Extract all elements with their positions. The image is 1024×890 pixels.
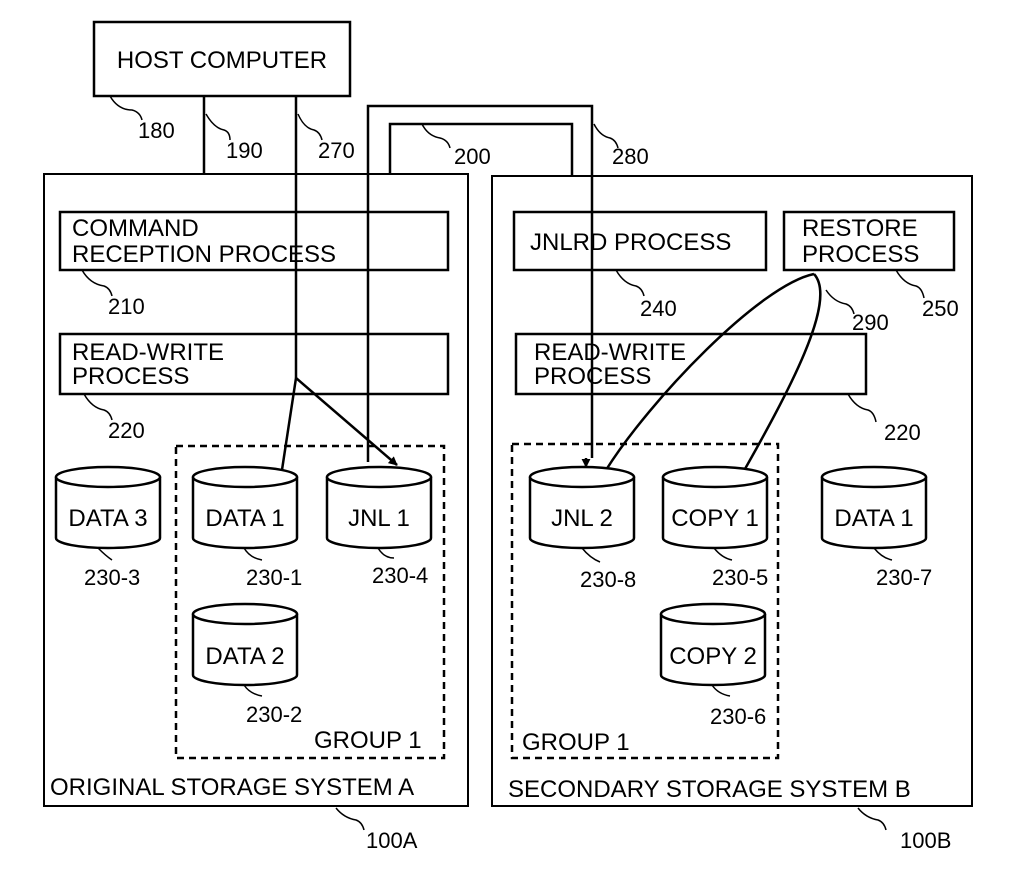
host-computer-box — [92, 20, 352, 98]
volume-jnl2-label: JNL 2 — [551, 505, 613, 532]
leader-230-3 — [97, 547, 113, 561]
ref-100a: 100A — [366, 828, 418, 853]
leader-230-7 — [873, 547, 893, 561]
leader-180 — [109, 95, 143, 121]
system-b-label: SECONDARY STORAGE SYSTEM B — [508, 776, 911, 803]
leader-230-5 — [713, 547, 733, 561]
volume-jnl1-label: JNL 1 — [348, 505, 410, 532]
volume-data2-label: DATA 2 — [205, 643, 284, 670]
leader-100b — [857, 807, 887, 831]
ref-230-3: 230-3 — [84, 565, 140, 590]
leader-220-a — [83, 393, 113, 421]
ref-230-1: 230-1 — [246, 565, 302, 590]
host-computer-label: HOST COMPUTER — [117, 47, 327, 74]
read-write-b-line1: READ-WRITE — [534, 339, 686, 366]
group-1-b — [510, 442, 780, 760]
leader-230-8 — [581, 547, 601, 563]
volume-jnl2: JNL 2 — [528, 465, 636, 550]
ref-210: 210 — [108, 294, 145, 319]
volume-data2: DATA 2 — [191, 602, 299, 687]
group-1-a — [174, 444, 446, 760]
ref-200: 200 — [454, 144, 491, 169]
system-a-label: ORIGINAL STORAGE SYSTEM A — [50, 774, 414, 801]
ref-280: 280 — [612, 144, 649, 169]
ref-230-5: 230-5 — [712, 565, 768, 590]
leader-230-6 — [711, 684, 731, 697]
volume-data1-b-label: DATA 1 — [834, 505, 913, 532]
ref-290: 290 — [852, 310, 889, 335]
leader-240 — [615, 269, 645, 297]
leader-230-2 — [243, 684, 263, 697]
restore-process — [782, 210, 956, 272]
ref-250: 250 — [922, 296, 959, 321]
leader-190 — [205, 113, 231, 141]
secondary-storage-system-b — [491, 175, 973, 807]
ref-230-4: 230-4 — [372, 563, 428, 588]
volume-data3: DATA 3 — [54, 465, 162, 550]
jnlrd-process-label: JNLRD PROCESS — [530, 229, 731, 256]
leader-210 — [81, 269, 113, 297]
ref-230-6: 230-6 — [710, 704, 766, 729]
command-reception-process — [58, 210, 450, 272]
group-1-b-label: GROUP 1 — [522, 729, 630, 756]
leader-200 — [421, 123, 451, 149]
volume-copy1-label: COPY 1 — [671, 505, 759, 532]
original-storage-system-a — [43, 173, 469, 807]
volume-copy2-label: COPY 2 — [669, 643, 757, 670]
leader-230-1 — [243, 547, 263, 561]
read-write-process-a — [58, 332, 450, 396]
restore-arrow-copy1 — [735, 273, 822, 484]
read-write-a-line2: PROCESS — [72, 363, 189, 390]
leader-220-b — [847, 393, 877, 423]
ref-230-2: 230-2 — [246, 702, 302, 727]
command-reception-line2: RECEPTION PROCESS — [72, 241, 336, 268]
jnlrd-process — [512, 210, 768, 272]
ref-230-7: 230-7 — [876, 565, 932, 590]
ref-180: 180 — [138, 118, 175, 143]
volume-data1-a: DATA 1 — [191, 465, 299, 550]
volume-data1-b: DATA 1 — [820, 465, 928, 550]
volume-copy2: COPY 2 — [659, 602, 767, 687]
volume-jnl1: JNL 1 — [325, 465, 433, 550]
restore-path-from-jnl2 — [604, 272, 815, 471]
link-200-outer — [366, 104, 594, 462]
leader-230-4 — [377, 547, 395, 559]
ref-100b: 100B — [900, 828, 951, 853]
group-1-a-label: GROUP 1 — [314, 727, 422, 754]
leader-280 — [593, 123, 619, 149]
leader-270 — [297, 113, 323, 141]
ref-220-b: 220 — [884, 420, 921, 445]
ref-230-8: 230-8 — [580, 567, 636, 592]
read-write-a-line1: READ-WRITE — [72, 339, 224, 366]
ref-190: 190 — [226, 138, 263, 163]
command-reception-line1: COMMAND — [72, 215, 199, 242]
leader-290 — [825, 289, 855, 315]
volume-data3-label: DATA 3 — [68, 505, 147, 532]
ref-240: 240 — [640, 296, 677, 321]
ref-270: 270 — [318, 138, 355, 163]
leader-250 — [895, 269, 925, 299]
ref-220-a: 220 — [108, 418, 145, 443]
restore-process-line2: PROCESS — [802, 241, 919, 268]
write-arrow-jnl1 — [295, 377, 398, 466]
restore-process-line1: RESTORE — [802, 215, 918, 242]
write-arrow-data1 — [276, 377, 298, 484]
link-200-inner — [388, 122, 574, 176]
volume-data1-a-label: DATA 1 — [205, 505, 284, 532]
leader-100a — [335, 807, 365, 831]
volume-copy1: COPY 1 — [661, 465, 769, 550]
